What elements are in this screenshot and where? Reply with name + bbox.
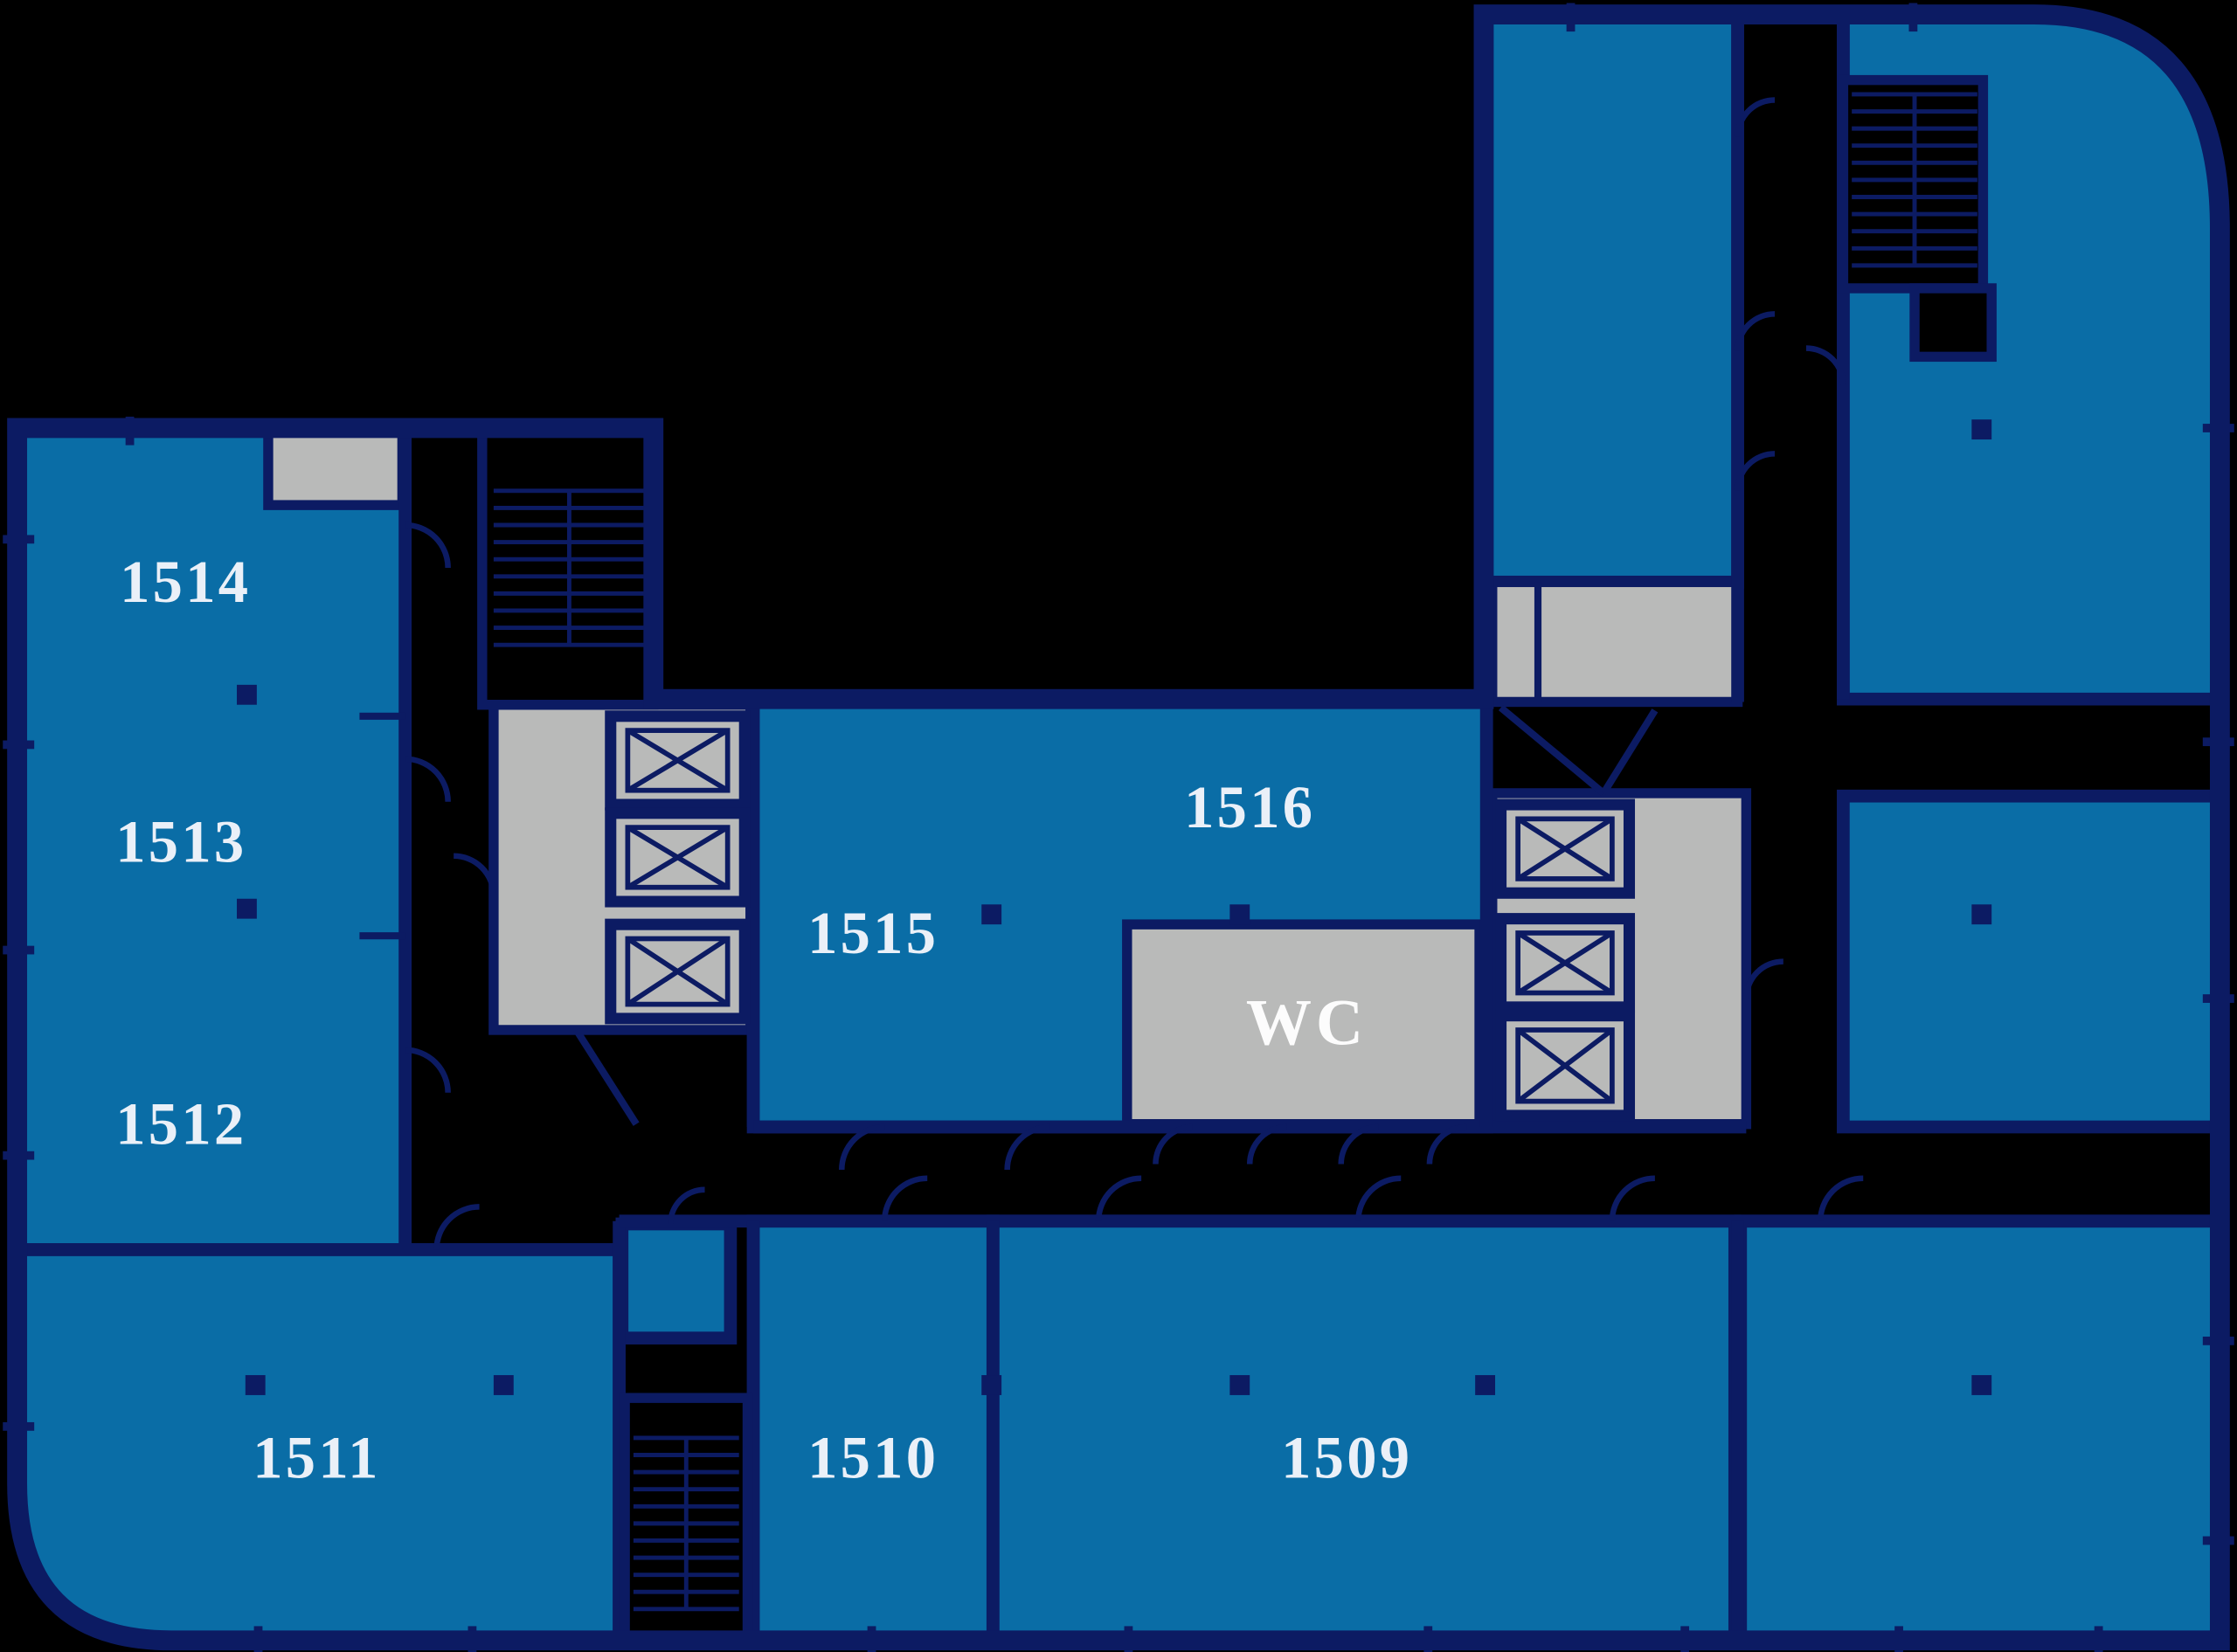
column — [1229, 904, 1250, 925]
column — [981, 1375, 1002, 1395]
building-perimeter — [7, 4, 2230, 1651]
diagonal-wall — [1600, 708, 1659, 796]
right-upper-service-room — [1487, 577, 1743, 708]
elevator-shaft — [605, 807, 751, 908]
stairs-top-right — [1838, 74, 1997, 363]
column — [1475, 1375, 1496, 1395]
door-arc — [1338, 1123, 1379, 1165]
column — [1229, 1375, 1250, 1395]
door-arc — [405, 756, 451, 802]
door-arc — [433, 1204, 480, 1250]
stair-treads — [493, 488, 645, 647]
door-arc — [1004, 1123, 1050, 1171]
door-arc — [454, 853, 497, 896]
rooms-1514-1513-1512-region — [10, 421, 412, 1260]
diagonal-wall — [573, 1027, 640, 1126]
door-arc — [1355, 1175, 1402, 1221]
door-arc — [405, 1047, 451, 1093]
small-room-region — [615, 1217, 738, 1344]
stair-landing — [1909, 283, 1997, 363]
room-1509-label: 1509 — [1281, 1425, 1412, 1491]
room-1516-label: 1516 — [1184, 774, 1315, 840]
room-1513-label: 1513 — [115, 808, 246, 874]
door-arc — [1735, 311, 1776, 351]
column — [1971, 419, 1992, 440]
column — [237, 684, 257, 705]
door-arc — [1805, 345, 1846, 386]
door-arc — [1735, 451, 1776, 491]
elevator-shaft — [1495, 913, 1636, 1013]
door-arc — [881, 1175, 928, 1221]
column — [237, 898, 257, 919]
room-1515-label: 1515 — [807, 900, 938, 966]
door-arc — [1743, 958, 1783, 999]
door-arc — [1153, 1123, 1194, 1165]
room-1512-label: 1512 — [115, 1091, 246, 1158]
left-elevator-bank — [605, 710, 751, 1025]
left-block-service-nook — [263, 427, 408, 510]
door-arc — [1426, 1123, 1467, 1165]
elevator-shaft — [1495, 1010, 1636, 1122]
elevator-shaft — [605, 918, 751, 1025]
column — [1971, 904, 1992, 925]
right-elevator-bank — [1495, 798, 1636, 1122]
elevator-shaft — [1495, 798, 1636, 899]
stair-treads — [633, 1435, 739, 1612]
door-arc — [1609, 1175, 1655, 1221]
column — [493, 1375, 514, 1395]
stairs-bottom-middle — [620, 1393, 753, 1646]
diagonal-wall — [1498, 704, 1606, 797]
right-middle-room-region — [1837, 789, 2227, 1134]
bottom-right-room-region — [1734, 1214, 2227, 1648]
wc-label: WC — [1246, 986, 1368, 1059]
column — [1971, 1375, 1992, 1395]
door-arc — [1735, 97, 1776, 138]
stair-treads — [1852, 92, 1977, 268]
door-arc — [1818, 1175, 1864, 1221]
door-arc — [839, 1123, 885, 1171]
door-arc — [405, 522, 451, 569]
door-arc — [668, 1186, 705, 1225]
door-arc — [1246, 1123, 1287, 1165]
door-arc — [1095, 1175, 1142, 1221]
top-right-room-region — [1477, 8, 1744, 589]
elevator-shaft — [605, 710, 751, 811]
room-1511-label: 1511 — [253, 1425, 380, 1491]
structural-columns — [237, 419, 1992, 1395]
room-1514-label: 1514 — [120, 549, 251, 615]
door-arcs — [405, 97, 1864, 1250]
stairs-top-middle — [477, 420, 659, 710]
room-1510-label: 1510 — [807, 1425, 938, 1491]
column — [981, 904, 1002, 925]
room-labels: 1514 1513 1512 1511 1510 1509 1515 1516 … — [115, 549, 1412, 1491]
column — [245, 1375, 266, 1395]
